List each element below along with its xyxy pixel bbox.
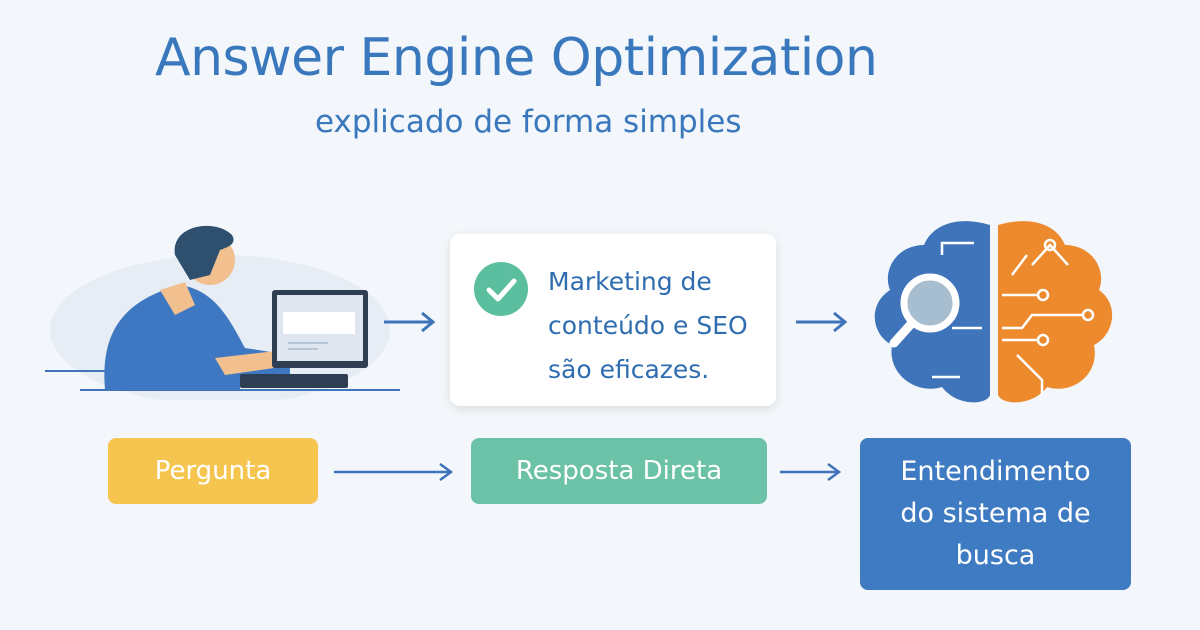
- answer-text: Marketing de conteúdo e SEO são eficazes…: [548, 260, 768, 392]
- person-at-computer-illustration: [45, 225, 400, 400]
- step-pergunta: Pergunta: [108, 438, 318, 504]
- page-title: Answer Engine Optimization: [155, 28, 878, 88]
- page-subtitle: explicado de forma simples: [315, 104, 742, 140]
- arrow-right-icon: [384, 311, 436, 333]
- step-entendimento: Entendimento do sistema de busca: [860, 438, 1131, 590]
- arrow-right-icon: [780, 462, 842, 482]
- check-circle-icon: [474, 262, 528, 316]
- step-resposta-direta: Resposta Direta: [471, 438, 767, 504]
- answer-card: Marketing de conteúdo e SEO são eficazes…: [450, 234, 776, 406]
- step-entendimento-label: Entendimento do sistema de busca: [900, 456, 1091, 571]
- arrow-right-icon: [334, 462, 454, 482]
- answer-line: conteúdo e SEO: [548, 311, 748, 340]
- brain-search-icon: [874, 221, 1113, 403]
- arrow-right-icon: [796, 311, 848, 333]
- answer-line: Marketing de: [548, 267, 712, 296]
- answer-line: são eficazes.: [548, 355, 710, 384]
